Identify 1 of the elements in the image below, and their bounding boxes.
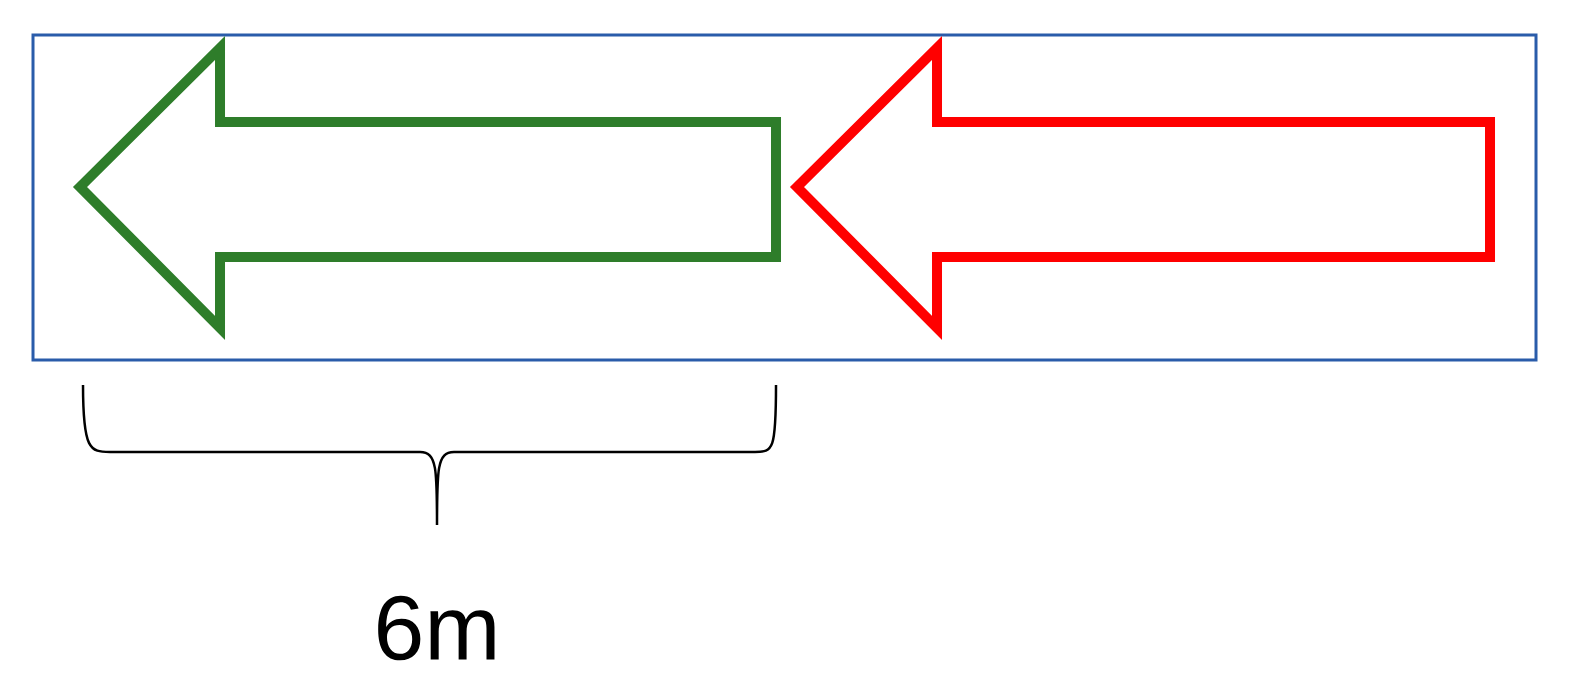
dimension-label: 6m [378, 595, 495, 661]
